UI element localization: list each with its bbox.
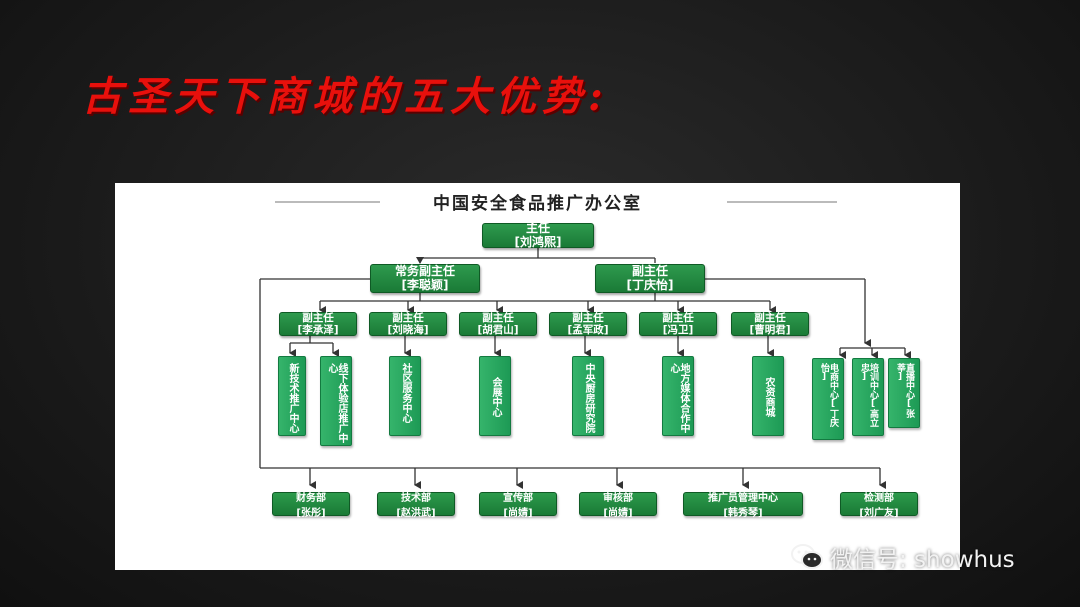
deputy-1-name: [李承泽]	[297, 324, 339, 336]
center-box-1: 新技术推广中心	[278, 356, 306, 436]
department-4-person: [尚婧]	[603, 508, 633, 519]
department-box-2: 技术部 [赵洪武]	[377, 492, 455, 519]
department-1-person: [张彤]	[296, 508, 326, 519]
department-box-4: 审核部 [尚婧]	[579, 492, 657, 519]
deputy-6-role: 副主任	[754, 311, 786, 324]
department-6-name: 检测部	[864, 493, 894, 504]
center-box-6: 地方媒体合作中心	[662, 356, 694, 436]
center-7-label: 农资商城	[763, 377, 774, 417]
center-box-7: 农资商城	[752, 356, 784, 436]
department-4-name: 审核部	[603, 493, 633, 504]
center-1-label: 新技术推广中心	[287, 363, 298, 433]
slide-title: 古圣天下商城的五大优势:	[82, 73, 609, 120]
center-box-4: 会展中心	[479, 356, 511, 436]
deputy-4-role: 副主任	[572, 311, 604, 324]
department-3-person: [尚婧]	[503, 508, 533, 519]
deputy-2-name: [刘晓海]	[387, 324, 429, 336]
center-5-label: 中央厨房研究院	[583, 363, 594, 433]
department-box-3: 宣传部 [尚婧]	[479, 492, 557, 519]
department-5-person: [韩秀琴]	[723, 508, 763, 519]
center-2-label: 线下体验店推广中心	[326, 363, 347, 443]
center-box-2: 线下体验店推广中心	[320, 356, 352, 446]
department-5-name: 推广员管理中心	[708, 493, 778, 504]
center-box-10: 直播中心[张莘]	[888, 358, 920, 428]
center-box-9: 培训中心[高立忠]	[852, 358, 884, 436]
executive-deputy-role: 常务副主任	[394, 263, 455, 278]
deputy-box-2: 副主任 [刘晓海]	[369, 312, 447, 336]
deputy-box-6: 副主任 [曹明君]	[731, 312, 809, 336]
deputy-2-role: 副主任	[392, 311, 424, 324]
department-box-5: 推广员管理中心 [韩秀琴]	[683, 492, 803, 519]
center-3-label: 社区服务中心	[400, 363, 411, 423]
deputy-5-role: 副主任	[662, 311, 694, 324]
deputy-name: [丁庆怡]	[626, 277, 674, 292]
deputy-3-name: [胡君山]	[477, 324, 519, 336]
chart-title: 中国安全食品推广办公室	[433, 194, 642, 214]
deputy-box-3: 副主任 [胡君山]	[459, 312, 537, 336]
watermark: 微信号: showhus	[790, 540, 1015, 574]
department-2-name: 技术部	[401, 493, 431, 504]
director-name: [刘鸿熙]	[514, 234, 562, 249]
department-box-1: 财务部 [张彤]	[272, 492, 350, 519]
director-box: 主任 [刘鸿熙]	[482, 220, 594, 249]
org-chart-panel: 中国安全食品推广办公室 主任 [刘鸿熙] 常务副主任 [李聪颖] 副主任 [丁庆…	[115, 183, 960, 570]
department-2-person: [赵洪武]	[396, 508, 436, 519]
center-6-label: 地方媒体合作中心	[668, 363, 689, 433]
deputy-5-name: [冯卫]	[662, 324, 694, 336]
deputy-box-5: 副主任 [冯卫]	[639, 312, 717, 336]
deputy-1-role: 副主任	[302, 311, 334, 324]
deputy-4-name: [孟军政]	[567, 324, 609, 336]
department-3-name: 宣传部	[503, 493, 533, 504]
deputy-box-1: 副主任 [李承泽]	[279, 312, 357, 336]
deputy-box: 副主任 [丁庆怡]	[595, 264, 705, 293]
center-8-label: 电商中心[丁庆怡]	[819, 363, 838, 427]
deputy-role: 副主任	[631, 263, 668, 278]
department-1-name: 财务部	[296, 493, 326, 504]
executive-deputy-name: [李聪颖]	[401, 277, 449, 292]
deputy-6-name: [曹明君]	[749, 324, 791, 336]
center-4-label: 会展中心	[490, 377, 501, 417]
watermark-text: 微信号: showhus	[830, 547, 1015, 573]
center-box-3: 社区服务中心	[389, 356, 421, 436]
center-9-label: 培训中心[高立忠]	[859, 363, 878, 427]
executive-deputy-box: 常务副主任 [李聪颖]	[370, 264, 480, 293]
director-role: 主任	[525, 220, 550, 235]
center-box-5: 中央厨房研究院	[572, 356, 604, 436]
department-6-person: [刘广友]	[859, 508, 899, 519]
center-10-label: 直播中心[张莘]	[895, 363, 914, 418]
deputy-box-4: 副主任 [孟军政]	[549, 312, 627, 336]
center-box-8: 电商中心[丁庆怡]	[812, 358, 844, 440]
connector-lines	[259, 201, 911, 489]
deputy-3-role: 副主任	[482, 311, 514, 324]
wechat-icon	[791, 544, 823, 569]
department-box-6: 检测部 [刘广友]	[840, 492, 918, 519]
